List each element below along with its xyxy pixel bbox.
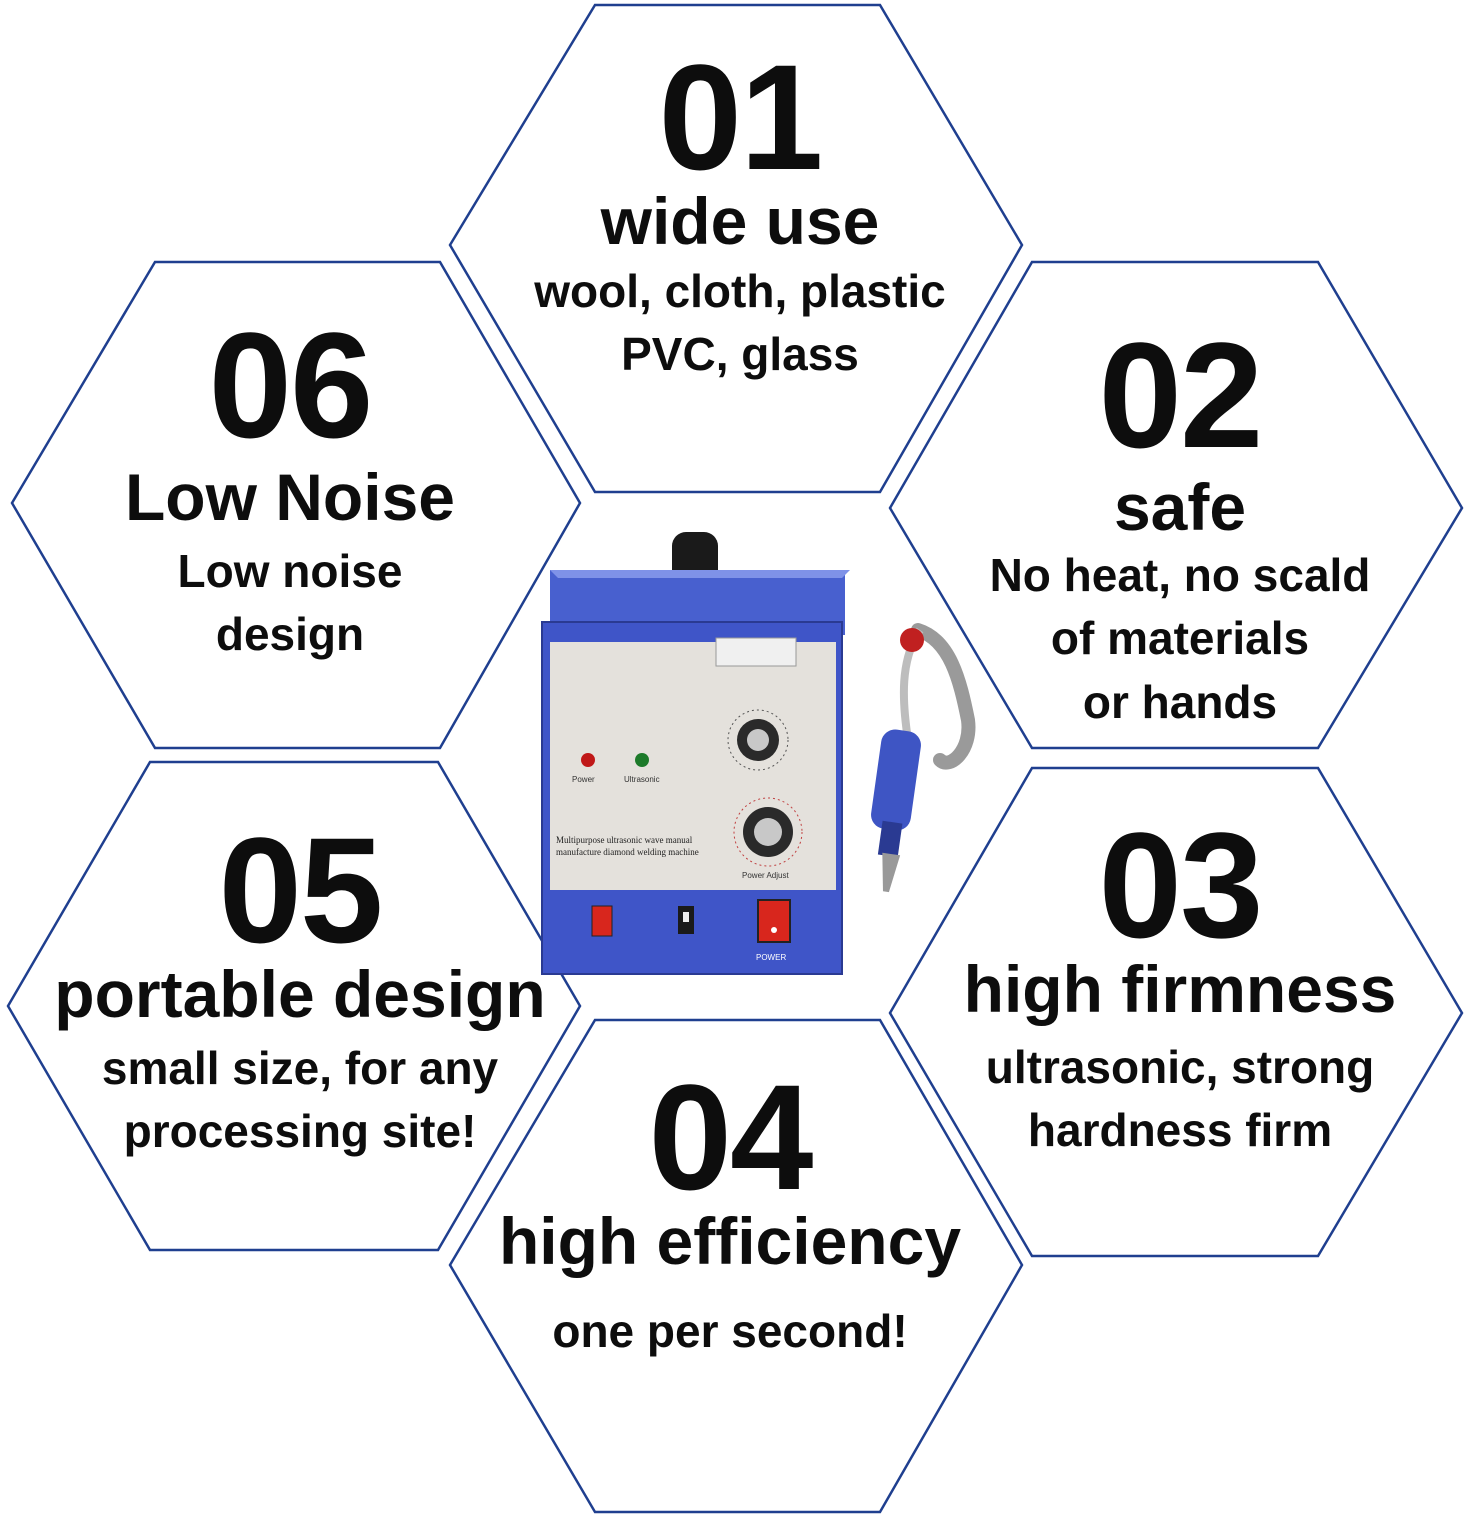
- feature-04-line-1: one per second!: [552, 1305, 908, 1357]
- feature-04-number: 04: [648, 1053, 814, 1221]
- feature-02-title: safe: [1113, 470, 1247, 544]
- power-lamp-label: Power: [572, 775, 595, 784]
- feature-03-line-1: ultrasonic, strong: [985, 1041, 1375, 1093]
- feature-04: 04 high efficiency one per second!: [460, 1062, 1000, 1363]
- feature-02-line-2: of materials: [1050, 612, 1310, 665]
- feature-06-title: Low Noise: [124, 460, 456, 534]
- knob-top: [727, 709, 789, 771]
- feature-05-number: 05: [218, 806, 384, 974]
- feature-01-line-2: PVC, glass: [621, 328, 859, 381]
- hex-04-outline: [448, 1018, 1024, 1514]
- feature-01-title: wide use: [600, 184, 880, 258]
- power-adjust-knob: Power Adjust: [733, 797, 803, 880]
- feature-03: 03 high firmness ultrasonic, strong hard…: [920, 810, 1440, 1163]
- panel-description: Multipurpose ultrasonic wave manual manu…: [556, 835, 699, 857]
- front-panel: [550, 642, 836, 890]
- feature-06-number: 06: [208, 301, 374, 469]
- feature-03-number: 03: [1098, 801, 1264, 969]
- switch-left: [591, 905, 613, 937]
- feature-06-line-1: Low noise: [177, 545, 403, 597]
- feature-06-line-2: design: [215, 608, 365, 661]
- product-image: Power Ultrasonic Power Adjust Multipurpo…: [541, 532, 976, 975]
- feature-05-line-1: small size, for any: [101, 1042, 499, 1094]
- ultrasonic-lamp: [635, 753, 649, 767]
- power-switch-label: POWER: [756, 953, 786, 962]
- hex-01-outline: [448, 3, 1024, 494]
- power-lamp: [581, 753, 595, 767]
- feature-01-number: 01: [658, 33, 824, 201]
- feature-02-line-3: or hands: [1082, 675, 1278, 728]
- feature-03-line-2: hardness firm: [1027, 1104, 1333, 1157]
- ultrasonic-lamp-label: Ultrasonic: [624, 775, 660, 784]
- feature-05: 05 portable design small size, for any p…: [30, 815, 570, 1164]
- hex-06-outline: [10, 260, 582, 750]
- feature-05-title: portable design: [54, 957, 546, 1031]
- hex-02-outline: [888, 260, 1464, 750]
- feature-02: 02 safe No heat, no scald of materials o…: [920, 320, 1440, 734]
- feature-02-line-1: No heat, no scald: [989, 549, 1371, 601]
- feature-01: 01 wide use wool, cloth, plastic PVC, gl…: [480, 42, 1000, 387]
- hex-03-outline: [888, 766, 1464, 1258]
- feature-06: 06 Low Noise Low noise design: [20, 310, 560, 667]
- feature-03-title: high firmness: [963, 952, 1397, 1026]
- power-switch: [757, 899, 791, 943]
- hex-05-outline: [6, 760, 582, 1252]
- feature-05-line-2: processing site!: [123, 1105, 477, 1158]
- feature-01-line-1: wool, cloth, plastic: [534, 265, 946, 317]
- feature-02-number: 02: [1098, 311, 1264, 479]
- power-adjust-label: Power Adjust: [742, 871, 789, 880]
- feature-04-title: high efficiency: [498, 1204, 962, 1278]
- welding-gun: [871, 623, 976, 893]
